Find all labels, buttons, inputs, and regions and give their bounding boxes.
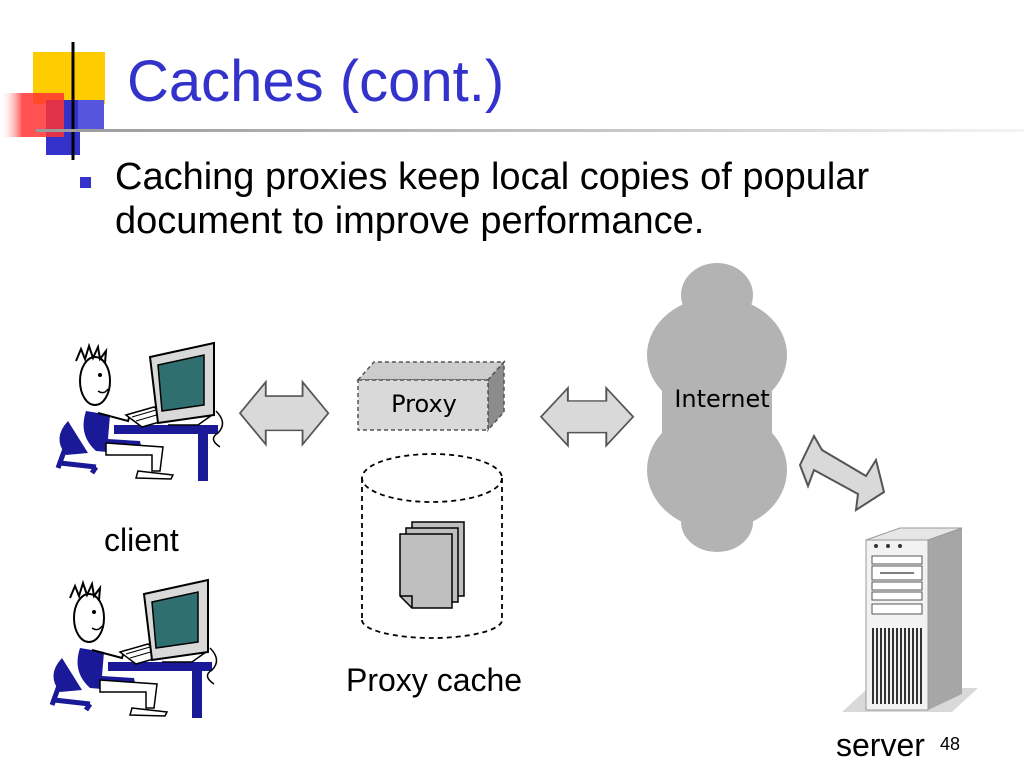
client-proxy-arrow [239, 381, 330, 446]
slide-logo-icon [0, 42, 105, 160]
client-label: client [104, 522, 179, 558]
page-number: 48 [940, 734, 961, 754]
proxy-internet-arrow [540, 387, 635, 447]
documents-icon [399, 521, 465, 609]
bullet-square-icon [80, 177, 91, 188]
bullet-text: Caching proxies keep local copies of pop… [115, 156, 870, 242]
proxy-box-icon [356, 360, 506, 432]
proxy-label: Proxy [391, 390, 457, 418]
internet-server-arrow [798, 433, 886, 512]
client-computer-top-icon [58, 343, 223, 481]
server-label: server [836, 727, 925, 763]
proxy-cache-label: Proxy cache [346, 662, 523, 698]
cache-cylinder-icon [361, 453, 503, 639]
internet-cloud-icon [647, 263, 787, 552]
client-computer-bottom-icon [52, 580, 217, 718]
slide-title: Caches (cont.) [127, 49, 505, 114]
internet-label: Internet [674, 385, 770, 413]
title-divider [36, 129, 1024, 132]
server-tower-icon [842, 527, 978, 712]
